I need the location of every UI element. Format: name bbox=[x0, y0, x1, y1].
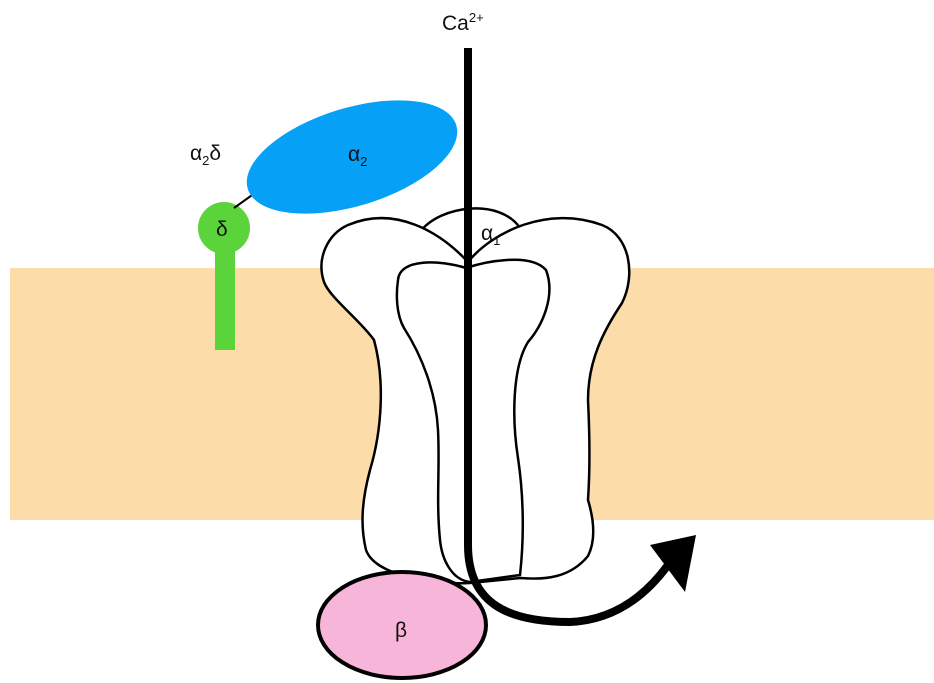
alpha2-sub: 2 bbox=[360, 154, 367, 169]
ion-symbol: Ca bbox=[442, 12, 469, 35]
alpha2-delta-label: α2δ bbox=[190, 142, 221, 168]
alpha2-delta-suffix: δ bbox=[209, 142, 221, 165]
delta-label: δ bbox=[216, 218, 228, 241]
beta-label: β bbox=[395, 619, 407, 642]
alpha1-sub: 1 bbox=[493, 233, 500, 248]
calcium-ion-label: Ca2+ bbox=[442, 10, 484, 35]
alpha1-base: α bbox=[481, 222, 493, 245]
delta-stalk bbox=[215, 248, 235, 350]
ion-charge: 2+ bbox=[469, 10, 484, 25]
alpha2-base: α bbox=[348, 143, 360, 166]
alpha2-delta-base: α bbox=[190, 142, 202, 165]
alpha2-delta-sub: 2 bbox=[202, 153, 209, 168]
